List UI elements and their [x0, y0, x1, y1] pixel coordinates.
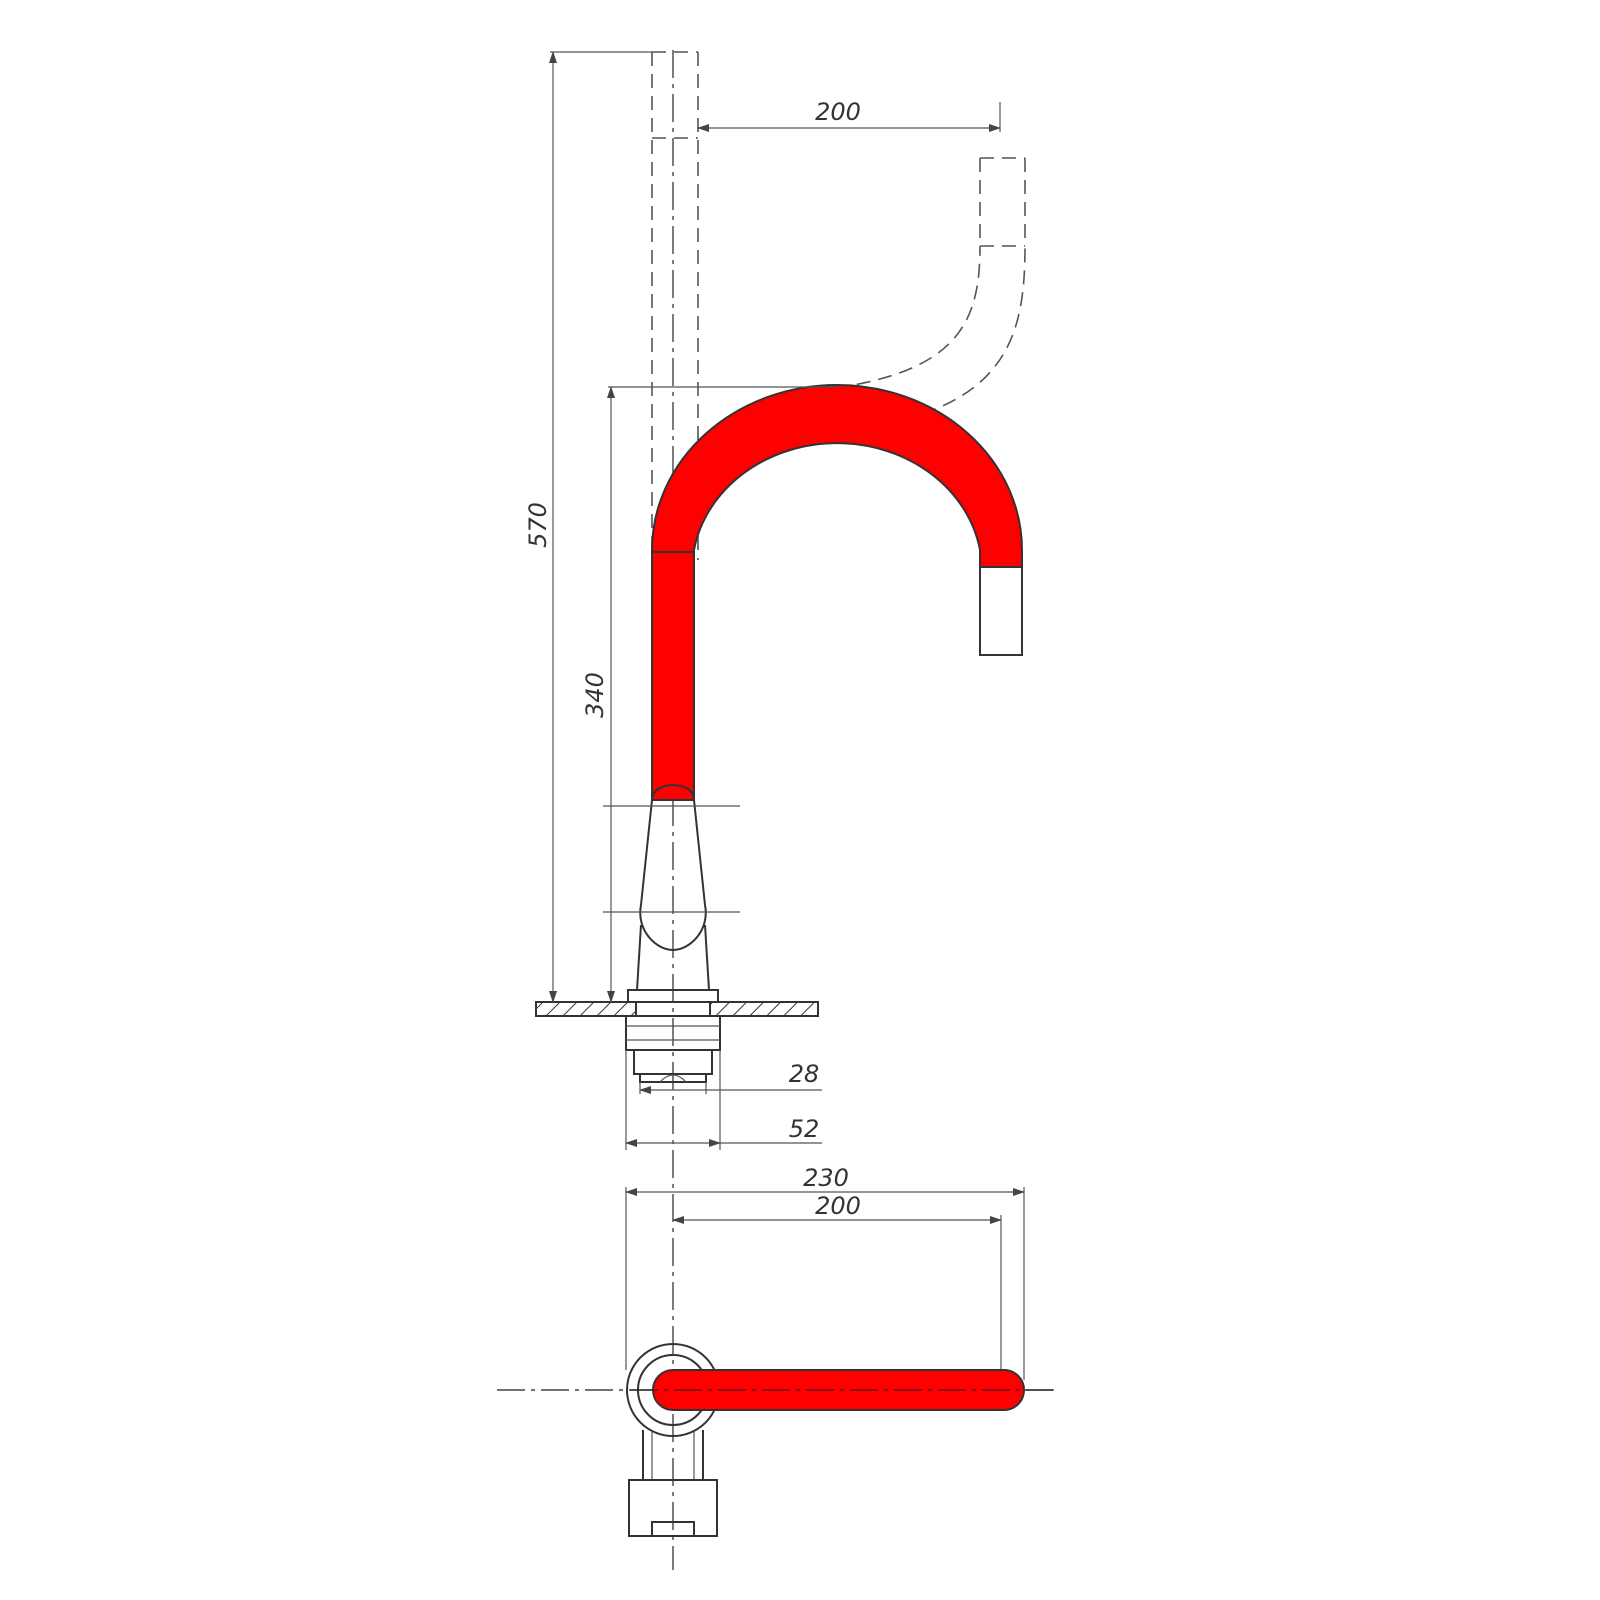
base-flange — [627, 989, 719, 1003]
side-view: 200 570 340 28 52 — [524, 50, 1026, 1570]
countertop-section — [535, 1001, 819, 1017]
faucet-body — [603, 784, 740, 991]
dim-spout-height-label: 340 — [581, 672, 609, 718]
swung-spout-outline — [834, 157, 1026, 426]
threaded-shank — [625, 1015, 721, 1083]
dim-spout-height: 340 — [581, 386, 838, 1003]
dim-base-diameter: 52 — [625, 1050, 822, 1150]
dim-overall-length-label: 230 — [803, 1164, 849, 1192]
dim-reach-top: 200 — [697, 98, 1001, 132]
dim-reach-plan-label: 200 — [815, 1192, 861, 1220]
dim-overall-length: 230 — [625, 1164, 1025, 1380]
spout-body — [651, 384, 1023, 801]
dim-reach-plan: 200 — [672, 1192, 1002, 1372]
dim-thread-diameter: 28 — [639, 1060, 822, 1094]
dim-base-diameter-label: 52 — [789, 1115, 820, 1143]
dim-total-height-label: 570 — [524, 502, 552, 548]
aerator-tip — [979, 566, 1023, 656]
dim-reach-top-label: 200 — [815, 98, 861, 126]
plan-view: 230 200 — [497, 1164, 1058, 1537]
dim-total-height: 570 — [524, 51, 652, 1003]
dim-thread-diameter-label: 28 — [789, 1060, 820, 1088]
lever-plan — [628, 1430, 718, 1537]
